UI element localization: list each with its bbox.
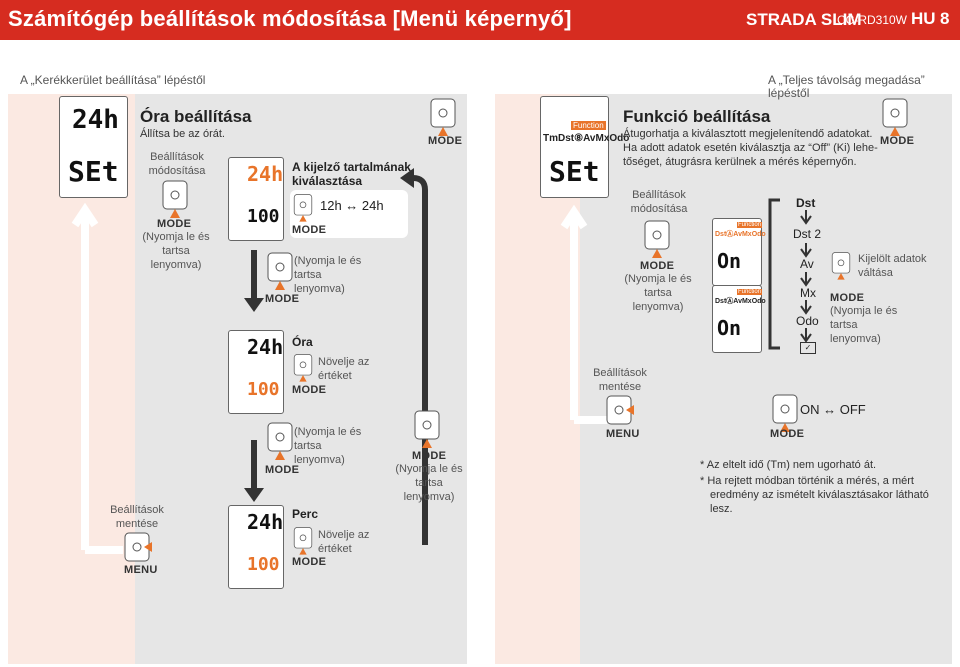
mode-label-2: MODE: [292, 224, 327, 236]
lcd-on-2: On: [717, 316, 742, 340]
clock-title: Óra beállítása: [140, 107, 252, 126]
function-icons-2: DstⒶAvMxOdo: [715, 231, 766, 238]
button-icon-onoff: [772, 394, 798, 432]
lcd-24h: 24h: [72, 105, 119, 135]
menu-label: MENU: [124, 564, 158, 576]
lcd-24h-min: 24h: [247, 510, 284, 534]
language-code: HU: [911, 9, 936, 28]
lcd-dst-on-2: Function DstⒶAvMxOdo On: [712, 285, 766, 353]
button-icon-top: [430, 98, 456, 136]
select-hold-text: (Nyomja le és tartsa lenyomva): [830, 305, 898, 345]
lcd-on-1: On: [717, 249, 742, 273]
lcd-hour: 24h 100: [228, 330, 284, 414]
lcd-100-hour: 100: [247, 379, 280, 400]
lcd-minute: 24h 100: [228, 505, 284, 589]
function-settings-change: Beállítások módosítása: [630, 189, 688, 215]
button-icon-min: [293, 527, 313, 555]
page-header: [0, 0, 960, 40]
function-line1: Átugorhatja a kiválasztott megjelenítend…: [623, 128, 873, 140]
function-badge: Function: [571, 121, 606, 130]
note-2b: eredmény az ismételt kiválasztásakor lát…: [710, 489, 929, 501]
function-line3: tőséget, átugrásra kerülnek a mérés képe…: [623, 156, 857, 168]
hold-text-3: (Nyomja le és tartsa lenyomva): [294, 426, 362, 466]
mode-label-5: MODE: [412, 450, 447, 462]
page-number: 8: [940, 9, 950, 28]
note-2a: * Ha rejtett módban történik a mérés, a …: [700, 475, 914, 487]
seq-av: Av: [800, 257, 814, 271]
lcd-set: SEt: [68, 155, 119, 188]
seq-dst2: Dst 2: [793, 227, 822, 241]
mode-label-select: MODE: [830, 292, 865, 304]
function-badge-2: Function: [737, 222, 763, 228]
mode-label-func: MODE: [640, 260, 675, 272]
check-icon: ✓: [800, 342, 816, 354]
display-select-label: A kijelző tartalmának kiválasztása: [292, 160, 411, 188]
function-line2: Ha adott adatok esetén kiválasztja az “O…: [623, 142, 878, 154]
function-title: Funkció beállítása: [623, 107, 771, 126]
toggle-12-24: 12h ↔ 24h: [320, 198, 384, 213]
button-icon-func: [644, 220, 670, 258]
lcd-function-set: Function TmDst⑧AvMxOdo SEt: [540, 96, 629, 198]
note-2c: lesz.: [710, 503, 733, 515]
menu-button-icon: [124, 532, 152, 562]
lcd-100-min: 100: [247, 554, 280, 575]
mode-label-min: MODE: [292, 556, 327, 568]
lcd-set-func: SEt: [549, 155, 600, 188]
lcd-display-select: 24h 100: [228, 157, 284, 241]
lcd-24h-hour: 24h: [247, 335, 284, 359]
lcd-dst-on-1: Function DstⒶAvMxOdo On: [712, 218, 766, 286]
from-left-note: A „Kerékkerület beállítása” lépéstől: [20, 73, 206, 87]
button-icon-4: [267, 422, 293, 460]
button-icon: [162, 180, 188, 218]
menu-label-func: MENU: [606, 428, 640, 440]
increase-hour: Növelje az értéket: [318, 356, 370, 382]
increase-minute: Növelje az értéket: [318, 529, 370, 555]
clock-save-label: Beállítások mentése: [110, 504, 164, 530]
function-icons: TmDst⑧AvMxOdo: [543, 133, 630, 144]
button-icon-3: [267, 252, 293, 290]
minute-label: Perc: [292, 507, 319, 521]
function-save: Beállítások mentése: [593, 367, 647, 393]
lcd-clock-set: 24h SEt: [59, 96, 128, 198]
mode-label-4: MODE: [265, 464, 300, 476]
lcd-100: 100: [247, 206, 280, 227]
model-code: CC-RD310W: [837, 13, 908, 27]
seq-mx: Mx: [800, 286, 816, 300]
clock-settings-change: Beállítások módosítása: [148, 151, 206, 177]
right-panel-gray: [580, 94, 952, 664]
button-icon-hour: [293, 354, 313, 382]
hold-text-4: (Nyomja le és tartsa lenyomva): [395, 463, 463, 503]
seq-odo: Odo: [796, 314, 819, 328]
hold-text: (Nyomja le és tartsa lenyomva): [142, 231, 210, 271]
hour-label: Óra: [292, 335, 313, 349]
function-icons-3: DstⒶAvMxOdo: [715, 298, 766, 305]
function-badge-3: Function: [737, 289, 763, 295]
page-title: Számítógép beállítások módosítása [Menü …: [8, 6, 572, 31]
mode-label-3: MODE: [265, 293, 300, 305]
model-name: STRADA SLIM: [746, 10, 862, 29]
button-icon-2: [293, 194, 313, 222]
from-right-note: A „Teljes távolság megadása” lépéstől: [768, 73, 925, 100]
mode-label: MODE: [157, 218, 192, 230]
clock-subtitle: Állítsa be az órát.: [140, 128, 225, 140]
select-data-label: Kijelölt adatok váltása: [858, 253, 927, 279]
note-1: * Az eltelt idő (Tm) nem ugorható át.: [700, 459, 877, 471]
button-icon-func-top: [882, 98, 908, 136]
mode-label-onoff: MODE: [770, 428, 805, 440]
seq-dst: Dst: [796, 196, 816, 210]
mode-label-func-top: MODE: [880, 135, 915, 147]
mode-label-top: MODE: [428, 135, 463, 147]
lcd-24h-orange: 24h: [247, 162, 284, 186]
button-icon-5: [414, 410, 440, 448]
on-off-toggle: ON ↔ OFF: [800, 402, 866, 417]
button-icon-select: [831, 252, 851, 280]
hold-text-2: (Nyomja le és tartsa lenyomva): [294, 255, 362, 295]
mode-label-hour: MODE: [292, 384, 327, 396]
function-hold-text: (Nyomja le és tartsa lenyomva): [624, 273, 692, 313]
menu-button-func: [606, 395, 634, 425]
